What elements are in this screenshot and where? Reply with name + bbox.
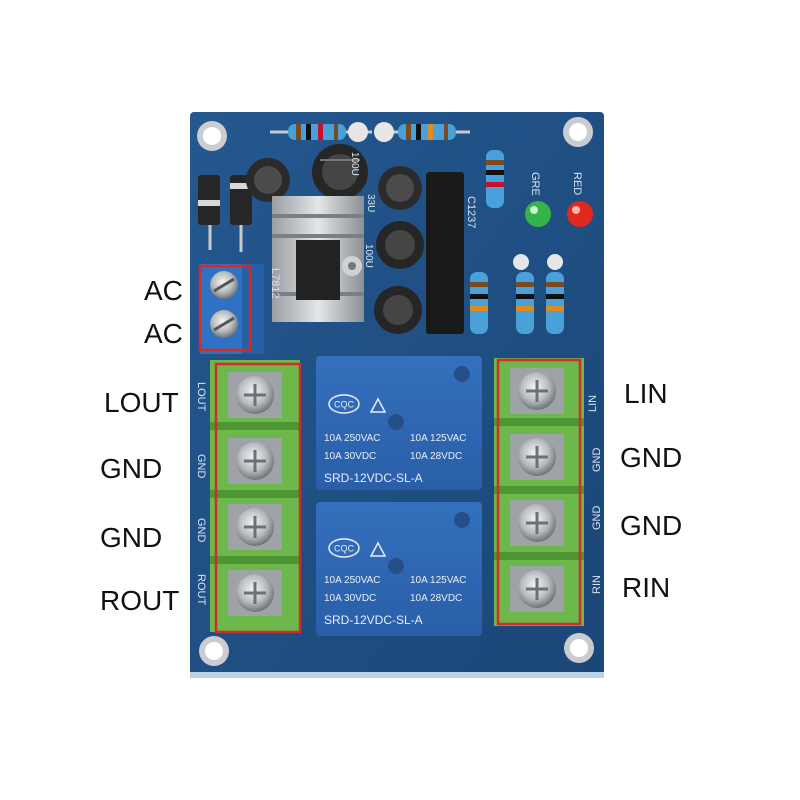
silk-right-1: LIN xyxy=(587,395,599,412)
relay-1: CQC 10A 250VAC 10A 30VDC 10A 125VAC 10A … xyxy=(316,356,482,490)
silk-left-1: LOUT xyxy=(195,382,207,412)
label-gnd-right-2: GND xyxy=(620,510,683,541)
label-gnd-right-1: GND xyxy=(620,442,683,473)
regulator-silk: L7812 xyxy=(269,268,281,299)
label-lin: LIN xyxy=(624,378,668,409)
ac-input-terminal xyxy=(198,264,264,354)
left-terminal-block xyxy=(210,360,302,634)
led-red-label: RED xyxy=(571,172,583,195)
relay-2-spec-4: 10A 28VDC xyxy=(410,593,462,604)
electrolytic-capacitors xyxy=(246,144,424,334)
right-resistors xyxy=(470,150,564,334)
led-green-label: GRE xyxy=(529,172,541,196)
relay-1-spec-3: 10A 125VAC xyxy=(410,433,467,444)
label-rout: ROUT xyxy=(100,585,180,616)
label-ac-2: AC xyxy=(144,318,183,349)
label-lout: LOUT xyxy=(104,387,179,418)
silk-right-2: GND xyxy=(591,448,603,473)
relay-1-spec-4: 10A 28VDC xyxy=(410,451,462,462)
heatsink-regulator xyxy=(272,196,364,322)
label-gnd-left-1: GND xyxy=(100,453,163,484)
cap-value-silk-2: 33U xyxy=(365,194,376,212)
relay-2-spec-1: 10A 250VAC xyxy=(324,575,381,586)
right-terminal-block xyxy=(494,358,584,626)
relay-2-spec-3: 10A 125VAC xyxy=(410,575,467,586)
cap-value-silk-1: 100U xyxy=(349,152,360,176)
top-resistors xyxy=(270,122,470,142)
relay-2-model: SRD-12VDC-SL-A xyxy=(324,613,423,627)
silk-left-3: GND xyxy=(195,518,207,543)
cap-value-silk-3: 100U xyxy=(363,244,374,268)
relay-2-brand: CQC xyxy=(334,544,355,554)
diodes xyxy=(198,175,252,252)
status-leds: GRE RED xyxy=(525,172,593,227)
label-ac-1: AC xyxy=(144,275,183,306)
label-gnd-left-2: GND xyxy=(100,522,163,553)
relay-1-spec-1: 10A 250VAC xyxy=(324,433,381,444)
silk-right-4: RIN xyxy=(591,575,603,594)
silk-right-3: GND xyxy=(591,506,603,531)
power-transistor xyxy=(426,172,464,334)
mounting-holes xyxy=(197,117,594,666)
relay-1-brand: CQC xyxy=(334,400,355,410)
silk-left-4: ROUT xyxy=(195,574,207,605)
cap-silk: C1237 xyxy=(465,196,477,228)
relay-2: CQC 10A 250VAC 10A 30VDC 10A 125VAC 10A … xyxy=(316,502,482,636)
silk-left-2: GND xyxy=(195,454,207,479)
relay-1-spec-2: 10A 30VDC xyxy=(324,451,376,462)
relay-2-spec-2: 10A 30VDC xyxy=(324,593,376,604)
relay-1-model: SRD-12VDC-SL-A xyxy=(324,471,423,485)
label-rin: RIN xyxy=(622,572,671,603)
